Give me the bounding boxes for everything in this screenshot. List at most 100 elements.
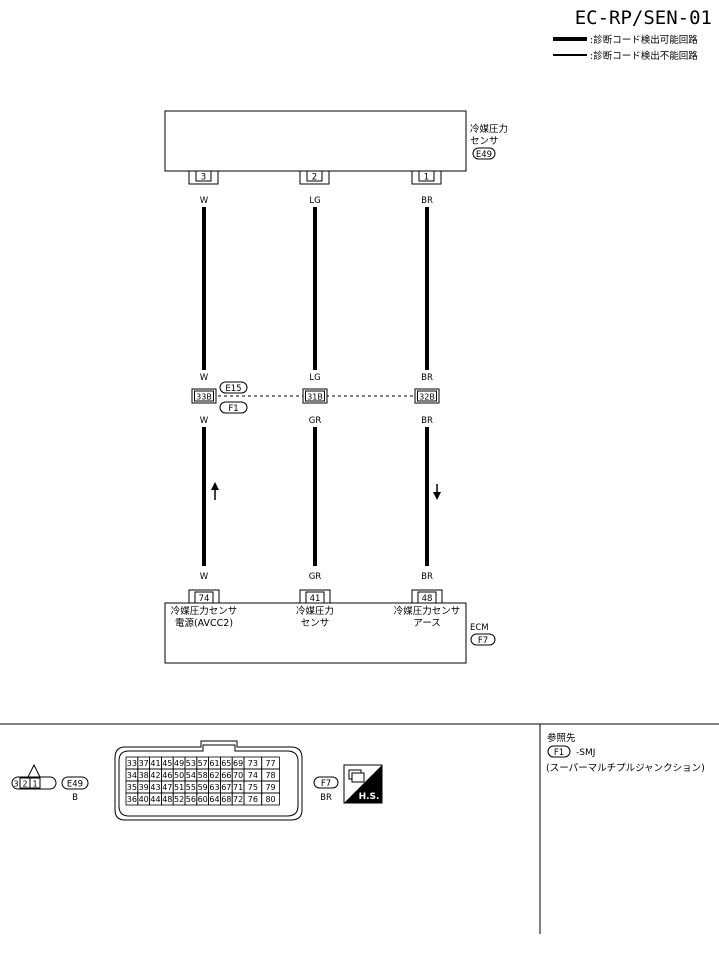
f7-pin-43: 43 [150,783,160,792]
sensor-box [164,110,467,172]
f7-pin-58: 58 [198,771,208,780]
f7-pin-47: 47 [162,783,172,792]
f7-pin-76: 76 [248,795,258,804]
e49-view-color: B [72,793,78,803]
sensor-pin-2-label: 2 [312,173,317,183]
wire-color-upper-3: BR [421,196,433,206]
f7-pin-36: 36 [127,795,137,804]
junction-pin-33b: 33B [191,388,217,404]
f7-pin-45: 45 [162,759,172,768]
f7-view-color: BR [320,793,332,803]
sensor-pin-3-label: 3 [201,173,206,183]
junction-connector-e15: E15 [225,384,241,394]
f7-pin-73: 73 [248,759,258,768]
f7-pin-63: 63 [209,783,219,792]
f7-pin-64: 64 [209,795,219,804]
sensor-name-line1: 冷媒圧力 [470,123,508,135]
wire-color-upper-2: LG [309,196,320,206]
reference-title: 参照先 [547,732,576,744]
ecm-pin-74-desc-2: 電源(AVCC2) [175,618,233,629]
f7-pin-71: 71 [233,783,243,792]
ecm-color-1: W [200,572,209,582]
junction-pin-32b: 32B [414,388,440,404]
arrow-up-icon [211,482,219,500]
f7-pin-62: 62 [209,771,219,780]
f7-pin-65: 65 [221,759,231,768]
ecm-pin-41: 41 [299,589,331,604]
sensor-pin-3: 3 [188,170,219,185]
ecm-connector-label: F7 [478,636,488,646]
sensor-pin-1: 1 [411,170,442,185]
f7-pin-72: 72 [233,795,243,804]
diagram-code: EC-RP/SEN-01 [575,7,712,29]
f7-pin-50: 50 [174,771,184,780]
legend: :診断コード検出可能回路 :診断コード検出不能回路 [553,34,698,62]
junction-pin-31b-label: 31B [307,393,323,402]
f7-pin-40: 40 [139,795,149,804]
sensor-pin-2: 2 [299,170,330,185]
junction-color-top-3: BR [421,373,433,383]
ecm-pin-48-label: 48 [422,594,433,604]
f7-pin-59: 59 [198,783,208,792]
f7-pin-cell [261,792,280,806]
f7-pin-33: 33 [127,759,137,768]
f7-pin-52: 52 [174,795,184,804]
f7-pin-49: 49 [174,759,184,768]
harness-side-icon: H.S. [343,764,383,804]
f7-pin-39: 39 [139,783,149,792]
hs-label: H.S. [359,792,380,802]
ecm-pin-48: 48 [411,589,443,604]
sensor-connector-badge [472,147,496,160]
e49-view-name: E49 [67,780,83,790]
ecm-pin-74: 74 [188,589,220,604]
wire-color-upper-1: W [200,196,209,206]
f7-pin-75: 75 [248,783,258,792]
f7-pin-78: 78 [265,771,275,780]
f7-pin-60: 60 [198,795,208,804]
arrow-down-icon [433,484,441,500]
ecm-pin-41-desc-1: 冷媒圧力 [296,605,334,617]
ecm-pin-74-label: 74 [199,594,210,604]
junction-color-top-1: W [200,373,209,383]
e49-pin-1: 1 [32,780,37,789]
f7-pin-70: 70 [233,771,243,780]
e49-connector-view: 3 2 1 E49 B [11,763,89,803]
ecm-pin-41-label: 41 [310,594,321,604]
sensor-connector-label: E49 [476,150,492,160]
f7-pin-79: 79 [265,783,275,792]
f7-view-name: F7 [321,779,331,789]
e49-pin-3: 3 [13,780,18,789]
f7-pin-69: 69 [233,759,243,768]
f7-pin-74: 74 [248,771,258,780]
ecm-pin-41-desc-2: センサ [301,618,330,629]
reference-description: (スーパーマルチプルジャンクション) [546,763,705,774]
sensor-name-line2: センサ [470,136,499,147]
f7-pin-55: 55 [186,783,196,792]
reference-connector: F1 [554,748,564,758]
junction-color-bottom-3: BR [421,416,433,426]
f7-pin-44: 44 [150,795,160,804]
ecm-pin-74-desc-1: 冷媒圧力センサ [171,605,238,617]
f7-pin-53: 53 [186,759,196,768]
junction-connector-f1-badge [219,401,248,414]
legend-thick-label: :診断コード検出可能回路 [590,34,698,46]
f7-pin-61: 61 [209,759,219,768]
f7-pin-56: 56 [186,795,196,804]
f7-pin-38: 38 [139,771,149,780]
junction-pin-33b-label: 33B [196,393,212,402]
legend-thin-label: :診断コード検出不能回路 [590,50,698,62]
ecm-box [164,602,467,664]
f7-pin-54: 54 [186,771,196,780]
f7-pin-34: 34 [127,771,137,780]
junction-connector-f1: F1 [228,404,238,414]
junction-color-top-2: LG [309,373,320,383]
f7-pin-68: 68 [221,795,231,804]
sensor-pin-1-label: 1 [424,173,429,183]
junction-pin-31b: 31B [302,388,328,404]
reference-code: -SMJ [576,748,595,758]
f7-pin-67: 67 [221,783,231,792]
f7-pin-66: 66 [221,771,231,780]
